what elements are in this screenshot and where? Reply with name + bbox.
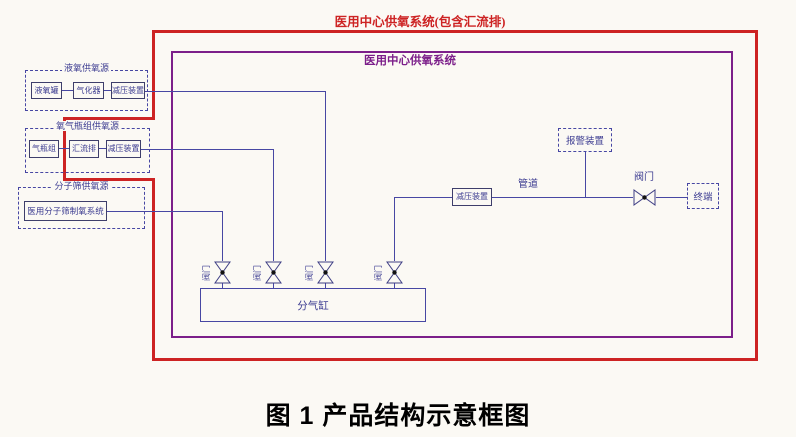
alarm-device-label: 报警装置	[565, 137, 604, 147]
pressure-reducer-box: 减压装置	[452, 188, 492, 206]
component-box-manifold: 汇流排	[69, 140, 99, 158]
pipe-line	[141, 149, 274, 150]
valve-icon	[386, 261, 403, 284]
pipe-line	[104, 90, 111, 91]
valve-stub-line	[394, 283, 395, 289]
pipe-line	[145, 91, 326, 92]
outer-boundary-notch-left	[63, 117, 66, 181]
pipe-line	[325, 91, 326, 261]
component-box-vaporizer: 气化器	[73, 82, 104, 99]
alarm-drop-line	[585, 152, 586, 197]
valve-symbol	[214, 261, 231, 284]
valve-icon	[265, 261, 282, 284]
valve-symbol	[317, 261, 334, 284]
valve-icon	[317, 261, 334, 284]
valve-stub-line	[273, 283, 274, 289]
figure-caption: 图 1 产品结构示意框图	[265, 402, 531, 430]
component-box-pressure-reducer: 减压装置	[111, 82, 145, 99]
gas-distribution-cylinder-box: 分气缸	[200, 288, 426, 322]
valve-symbol	[265, 261, 282, 284]
pipe-line	[394, 197, 452, 198]
valve-label: 阀门	[253, 265, 262, 281]
pipe-line	[99, 148, 106, 149]
outer-system-title: 医用中心供氧系统(包含汇流排)	[334, 15, 506, 29]
terminal-box: 终端	[687, 183, 719, 209]
valve-label: 阀门	[202, 265, 211, 281]
source-group-label: 氧气瓶组供氧源	[53, 121, 121, 131]
valve-stub-line	[222, 283, 223, 289]
valve-icon	[633, 189, 656, 206]
component-box-cylinder-group: 气瓶组	[29, 140, 59, 158]
pipe-line	[62, 90, 73, 91]
valve-label: 阀门	[305, 265, 314, 281]
pipe-line	[273, 149, 274, 261]
source-group-label: 分子筛供氧源	[52, 181, 111, 191]
outer-boundary-top	[152, 30, 758, 33]
pipe-line	[492, 197, 633, 198]
pipe-line	[59, 148, 69, 149]
outer-boundary-right	[755, 30, 758, 361]
valve-symbol	[386, 261, 403, 284]
pipe-line	[107, 211, 223, 212]
valve-stub-line	[325, 283, 326, 289]
outer-boundary-notch-bottom	[63, 178, 155, 181]
component-box-liquid-oxygen-tank: 液氧罐	[31, 82, 62, 99]
outer-boundary-notch-top	[63, 117, 155, 120]
valve-label: 阀门	[634, 172, 654, 183]
valve-label: 阀门	[374, 265, 383, 281]
outer-boundary-left-upper	[152, 30, 155, 120]
valve-icon	[214, 261, 231, 284]
source-group-label: 液氧供氧源	[61, 63, 111, 73]
alarm-device-box: 报警装置	[558, 128, 612, 152]
pipe-line	[656, 197, 687, 198]
pipe-line	[394, 197, 395, 261]
pipe-label: 管道	[518, 179, 538, 190]
terminal-label: 终端	[693, 193, 713, 203]
inner-system-title: 医用中心供氧系统	[364, 55, 456, 67]
component-box-pressure-reducer: 减压装置	[106, 140, 141, 158]
outer-boundary-bottom	[152, 358, 758, 361]
component-box-molecular-sieve-system: 医用分子筛制氧系统	[24, 201, 107, 221]
outer-boundary-left-lower	[152, 178, 155, 361]
valve-symbol	[633, 189, 656, 206]
inner-system-boundary	[171, 51, 733, 338]
pipe-line	[222, 211, 223, 261]
